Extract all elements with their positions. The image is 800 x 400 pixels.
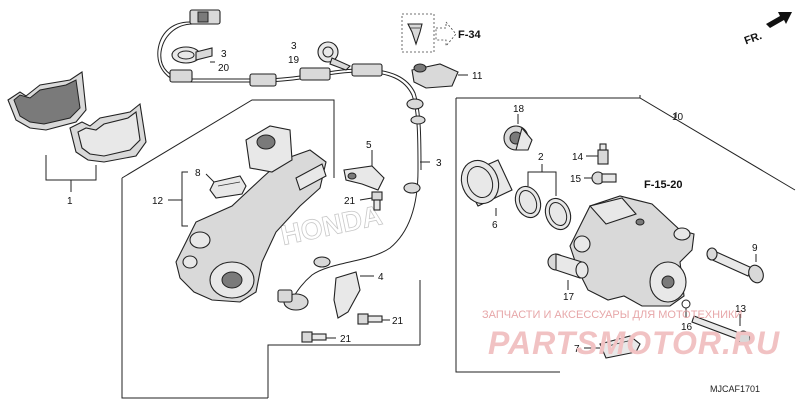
watermark-site: PARTSMOTOR.RU: [488, 325, 780, 361]
callout-2: 2: [538, 152, 544, 163]
diagram-code: MJCAF1701: [710, 384, 760, 394]
f34-dashed-box: [401, 13, 435, 53]
callout-1: 1: [67, 196, 73, 207]
caliper-group-frame: [455, 95, 796, 373]
callout-12: 12: [152, 196, 164, 207]
callout-21a: 21: [344, 196, 356, 207]
f34-arrow-icon: [435, 20, 457, 48]
callout-4: 4: [378, 272, 384, 283]
slide-pin-9[interactable]: [706, 247, 766, 285]
bleeder-screw-14[interactable]: [597, 143, 609, 165]
harness-clamp-19[interactable]: [317, 41, 351, 71]
callout-21b: 21: [392, 316, 404, 327]
leader-21a: [359, 197, 373, 201]
callout-10: 10: [672, 112, 684, 123]
clip-fastener[interactable]: [407, 23, 423, 46]
o-ring-16[interactable]: [681, 299, 691, 309]
callout-20: 20: [218, 63, 230, 74]
callout-18: 18: [513, 104, 525, 115]
caliper-body[interactable]: [569, 195, 695, 307]
harness-clamp-20[interactable]: [171, 46, 213, 64]
dust-boot-18[interactable]: [503, 125, 533, 151]
wheel-speed-sensor-4[interactable]: [277, 271, 361, 319]
callout-6: 6: [492, 220, 498, 231]
piston-seal-2b[interactable]: [541, 195, 575, 234]
pad-pin-13[interactable]: [691, 315, 752, 347]
bolt-21-top[interactable]: [371, 191, 383, 211]
caliper-piston-6[interactable]: [455, 155, 513, 209]
callout-17: 17: [563, 292, 575, 303]
sensor-stay-5[interactable]: [343, 165, 385, 191]
leader-8: [205, 173, 215, 183]
callout-3a: 3: [221, 49, 227, 60]
slide-pin-17[interactable]: [547, 253, 589, 279]
piston-seal-2a[interactable]: [511, 183, 545, 222]
bolt-21-middle[interactable]: [357, 313, 383, 325]
leader-12: [168, 171, 188, 227]
ref-f1520[interactable]: F-15-20: [644, 179, 683, 191]
callout-15: 15: [570, 174, 582, 185]
callout-8: 8: [195, 168, 201, 179]
callout-5: 5: [366, 140, 372, 151]
callout-9: 9: [752, 243, 758, 254]
bleeder-cap-15[interactable]: [591, 171, 617, 185]
pad-spring-7[interactable]: [599, 335, 641, 359]
callout-14: 14: [572, 152, 584, 163]
callout-13: 13: [735, 304, 747, 315]
callout-19: 19: [288, 55, 300, 66]
front-arrow-icon: [766, 12, 792, 28]
callout-21c: 21: [340, 334, 352, 345]
brake-pad-set[interactable]: [7, 71, 147, 163]
callout-7: 7: [574, 344, 580, 355]
leader-2: [527, 164, 557, 196]
caliper-bracket[interactable]: [175, 125, 327, 303]
front-direction-label: FR.: [743, 30, 764, 47]
callout-3c: 3: [436, 158, 442, 169]
pad-leader-1: [45, 155, 97, 192]
ref-f34[interactable]: F-34: [458, 29, 482, 41]
pad-spring-8[interactable]: [209, 175, 247, 199]
bolt-21-bottom[interactable]: [301, 331, 327, 343]
watermark-tagline: ЗАПЧАСТИ И АКСЕССУАРЫ ДЛЯ МОТОТЕХНИКИ: [482, 309, 742, 321]
callout-11: 11: [472, 71, 483, 82]
grommet-11[interactable]: [411, 63, 459, 89]
bracket-group-frame: [121, 99, 421, 399]
callout-3b: 3: [291, 41, 297, 52]
speed-sensor-harness[interactable]: [157, 9, 426, 303]
callout-16: 16: [681, 322, 693, 333]
